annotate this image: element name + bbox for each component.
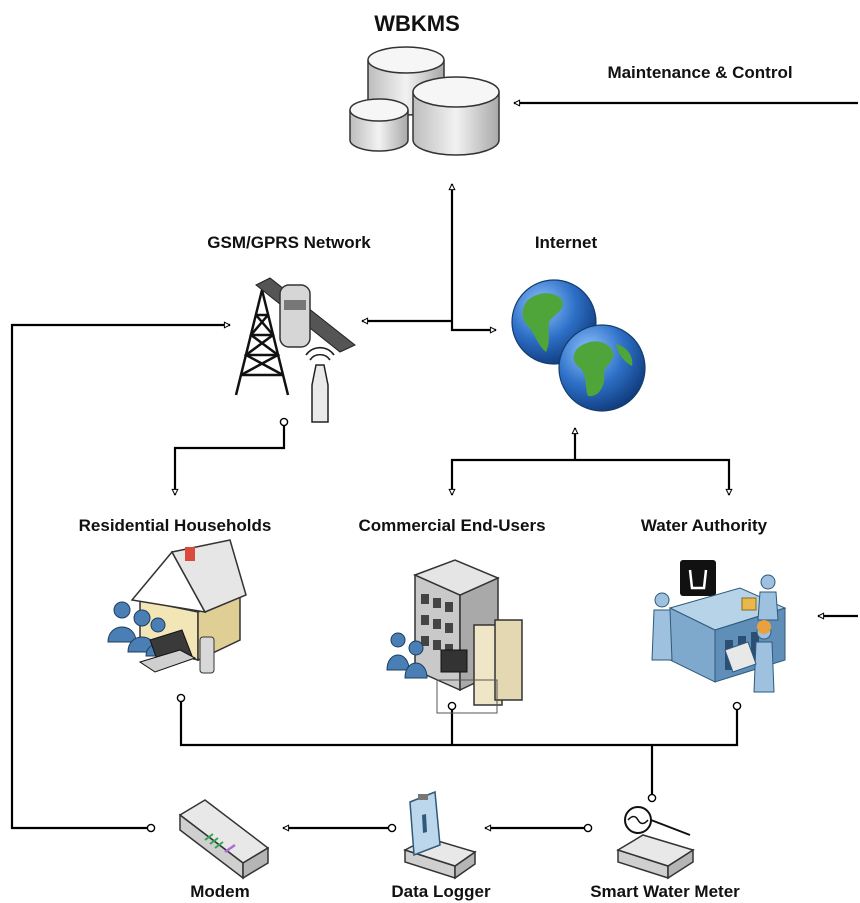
modem-label: Modem bbox=[190, 882, 250, 901]
node-logger: Data Logger bbox=[391, 790, 491, 901]
control-room-icon bbox=[651, 560, 787, 693]
modem-icon bbox=[178, 799, 270, 880]
edge-to-internet bbox=[450, 321, 496, 330]
maintenance-label: Maintenance & Control bbox=[607, 63, 792, 82]
data-logger-icon bbox=[403, 790, 477, 880]
edge-users-bus bbox=[176, 693, 742, 747]
residential-label: Residential Households bbox=[79, 516, 272, 535]
edge-to-authority bbox=[575, 458, 729, 495]
node-modem: Modem bbox=[178, 799, 270, 901]
edge-gsm-to-residential bbox=[175, 422, 284, 495]
node-gsm: GSM/GPRS Network bbox=[207, 233, 371, 423]
node-meter: Smart Water Meter bbox=[590, 806, 740, 901]
node-wbkms: WBKMS bbox=[349, 11, 500, 156]
edge-to-commercial bbox=[452, 458, 575, 495]
node-authority: Water Authority bbox=[641, 516, 787, 693]
authority-label: Water Authority bbox=[641, 516, 768, 535]
meter-label: Smart Water Meter bbox=[590, 882, 740, 901]
edges bbox=[10, 103, 858, 828]
water-meter-icon bbox=[616, 806, 695, 880]
node-residential: Residential Households bbox=[79, 516, 272, 674]
cell-tower-satellite-icon bbox=[234, 277, 356, 423]
globe-icon bbox=[511, 279, 646, 412]
database-cluster-icon bbox=[349, 46, 500, 156]
gsm-label: GSM/GPRS Network bbox=[207, 233, 371, 252]
logger-label: Data Logger bbox=[391, 882, 491, 901]
wbkms-label: WBKMS bbox=[374, 11, 460, 36]
node-internet: Internet bbox=[511, 233, 646, 412]
node-commercial: Commercial End-Users bbox=[358, 516, 546, 714]
internet-label: Internet bbox=[535, 233, 598, 252]
commercial-label: Commercial End-Users bbox=[358, 516, 545, 535]
office-building-servers-icon bbox=[386, 559, 523, 714]
edge-modem-to-gsm bbox=[10, 325, 230, 828]
house-users-icon bbox=[107, 539, 247, 674]
